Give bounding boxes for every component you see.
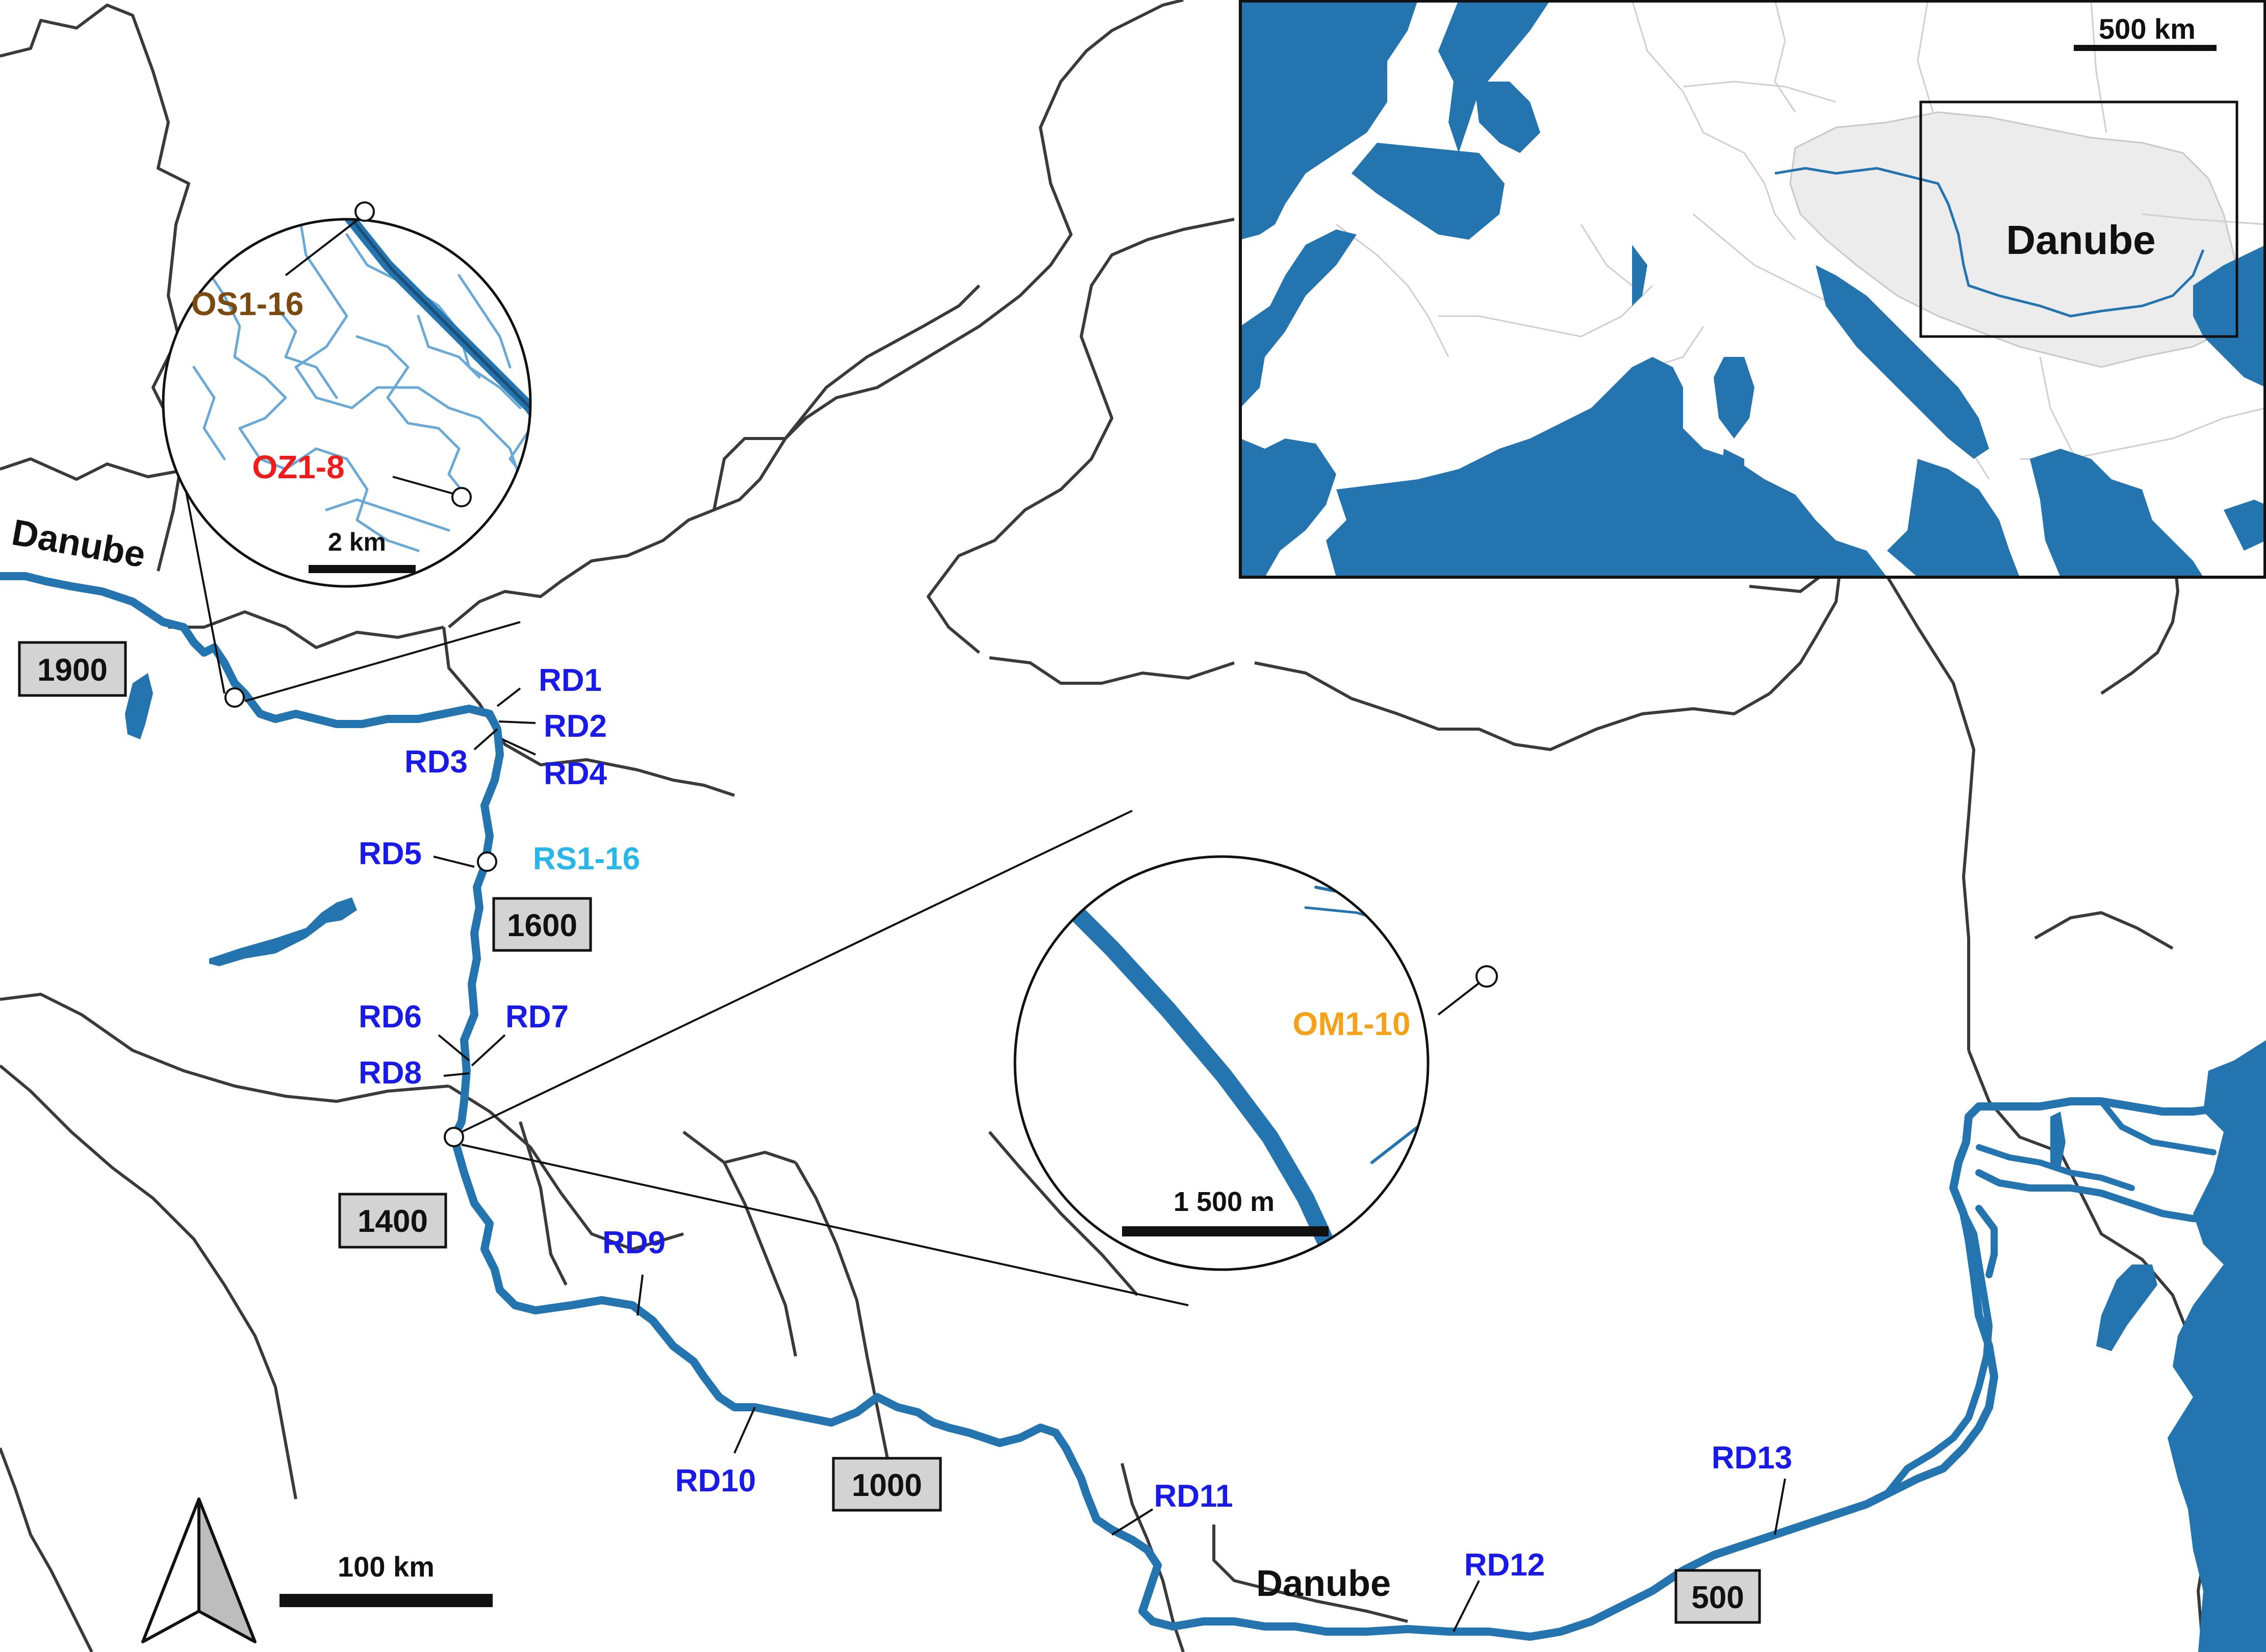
river-label-lower: Danube (1256, 1563, 1391, 1604)
site-label-rd9: RD9 (602, 1225, 666, 1260)
river-km-markers: 1900 1600 1400 1000 500 (18, 641, 1761, 1624)
site-marker-rs (477, 851, 497, 872)
site-marker-os-zoom (354, 201, 375, 222)
site-leader-lines (433, 687, 1786, 1632)
scale-label-main: 100 km (338, 1551, 435, 1583)
scale-bar-upper (309, 565, 416, 573)
site-label-rd12: RD12 (1464, 1547, 1545, 1583)
site-label-rd7: RD7 (505, 999, 569, 1035)
lake-neusiedl (125, 673, 153, 739)
overview-seas (1240, 0, 2266, 577)
svg-text:1000: 1000 (852, 1468, 922, 1503)
scale-bar-main (279, 1594, 493, 1607)
site-marker-oz-zoom (451, 487, 472, 507)
black-sea (2168, 1040, 2266, 1652)
svg-text:1400: 1400 (358, 1204, 428, 1239)
overview-danube (1774, 167, 2205, 318)
km-marker-1000: 1000 (832, 1457, 942, 1512)
north-arrow-icon (141, 1498, 257, 1643)
river-label-upper: Danube (9, 512, 148, 576)
site-label-rs: RS1-16 (533, 841, 640, 876)
site-label-rd5: RD5 (359, 836, 422, 871)
delta-lake-small (2050, 1112, 2066, 1168)
site-label-rd2: RD2 (544, 709, 607, 744)
site-label-rd11: RD11 (1154, 1479, 1233, 1514)
km-marker-1400: 1400 (338, 1193, 447, 1249)
site-label-rd4: RD4 (544, 756, 607, 791)
site-label-rd8: RD8 (359, 1055, 422, 1091)
svg-text:1900: 1900 (37, 653, 108, 688)
overview-danube-label: Danube (2006, 217, 2155, 263)
scale-bar-overview (2074, 45, 2217, 51)
site-circles (224, 687, 497, 1147)
lake-balaton (209, 897, 357, 966)
site-label-rd10: RD10 (675, 1463, 756, 1499)
site-label-om: OM1-10 (1292, 1005, 1410, 1042)
danube-basin-box (1919, 100, 2238, 338)
site-label-rd6: RD6 (359, 999, 422, 1035)
km-marker-1900: 1900 (18, 641, 127, 697)
site-label-rd1: RD1 (539, 663, 602, 698)
overview-map: Danube 500 km (1239, 0, 2266, 579)
km-marker-500: 500 (1674, 1569, 1761, 1624)
site-label-rd13: RD13 (1712, 1440, 1793, 1476)
site-marker-oz-os (224, 687, 245, 708)
inset-upper: 2 km OS1-16 OZ1-8 (162, 201, 532, 588)
lakes (125, 673, 2157, 1351)
site-label-oz: OZ1-8 (252, 449, 344, 485)
danube-site-labels: RD1 RD2 RD3 RD4 RD5 RS1-16 RD6 RD7 RD8 R… (359, 663, 1792, 1583)
site-label-rd3: RD3 (404, 744, 468, 780)
delta-lagoon (2096, 1264, 2157, 1351)
km-marker-1600: 1600 (492, 897, 592, 952)
svg-text:500: 500 (1691, 1580, 1744, 1615)
scale-label-upper: 2 km (328, 528, 386, 556)
danube-river (0, 572, 2218, 1641)
inset-lower: 1 500 m OM1-10 (1013, 855, 1498, 1271)
zoom-lines (167, 397, 1189, 1306)
site-marker-om (444, 1127, 464, 1147)
scale-label-overview: 500 km (2099, 13, 2196, 45)
overview-frame (1239, 0, 2266, 579)
scale-label-lower: 1 500 m (1174, 1186, 1275, 1217)
site-label-os: OS1-16 (191, 286, 304, 322)
scale-bar-lower (1122, 1226, 1329, 1236)
svg-text:1600: 1600 (507, 908, 577, 943)
site-marker-om-zoom (1475, 965, 1498, 988)
